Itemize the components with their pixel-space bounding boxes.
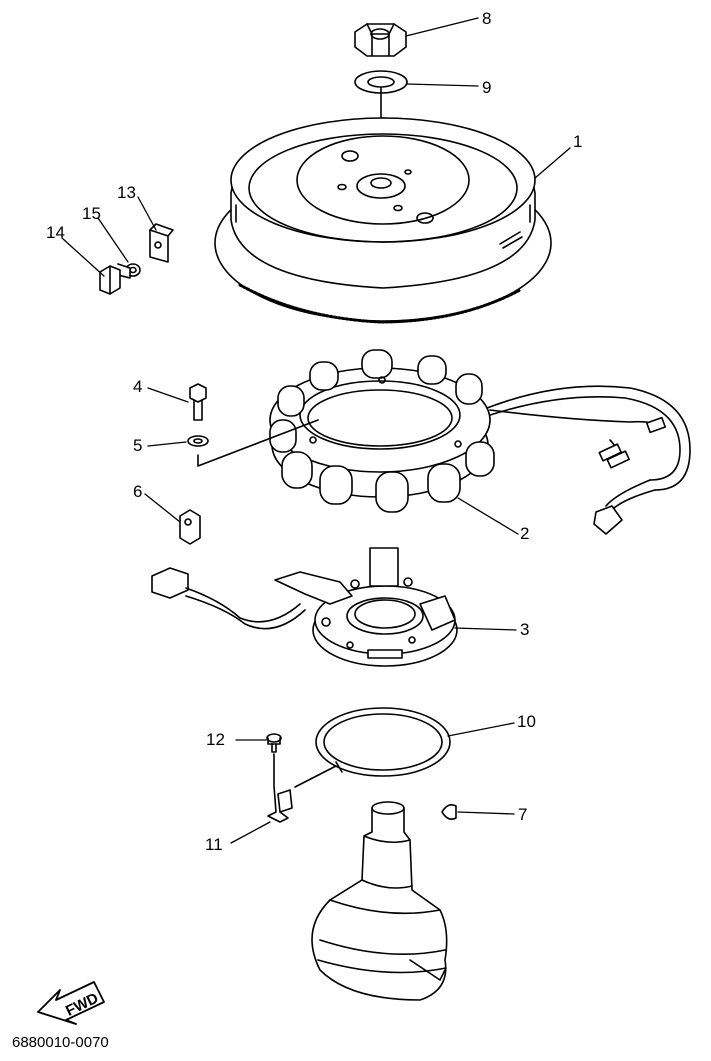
leader-6 bbox=[144, 493, 181, 523]
drawing-code: 6880010-0070 bbox=[12, 1034, 109, 1051]
crankshaft bbox=[311, 801, 448, 1001]
washer-part-5 bbox=[187, 435, 209, 447]
callout-11: 11 bbox=[205, 835, 223, 854]
leader-10 bbox=[447, 722, 515, 737]
stator-bolt-guide-line bbox=[197, 419, 319, 467]
nut-part-8 bbox=[354, 23, 407, 57]
callout-10: 10 bbox=[517, 712, 536, 731]
leader-3 bbox=[454, 627, 517, 631]
leader-8 bbox=[405, 17, 479, 37]
leader-1 bbox=[534, 147, 571, 179]
callout-5: 5 bbox=[133, 436, 143, 455]
clip-part-11 bbox=[267, 785, 293, 823]
stator-part-2 bbox=[269, 349, 691, 535]
leader-13 bbox=[137, 196, 157, 231]
callout-6: 6 bbox=[133, 482, 143, 501]
callout-15: 15 bbox=[82, 204, 101, 223]
callout-1: 1 bbox=[573, 132, 583, 151]
flywheel-part-1 bbox=[214, 117, 552, 324]
leader-5 bbox=[147, 441, 187, 447]
retaining-ring-part-10 bbox=[315, 707, 451, 777]
leader-4 bbox=[147, 387, 189, 403]
leader-14 bbox=[61, 237, 105, 277]
clamp-part-6 bbox=[179, 509, 201, 545]
clip-guide-line bbox=[294, 765, 337, 788]
callout-4: 4 bbox=[133, 377, 143, 396]
screw-part-12 bbox=[266, 733, 282, 753]
callout-2: 2 bbox=[520, 524, 530, 543]
callout-8: 8 bbox=[482, 9, 492, 28]
callout-9: 9 bbox=[482, 78, 492, 97]
leader-15 bbox=[97, 217, 129, 263]
woodruff-key-part-7 bbox=[441, 804, 457, 820]
bolt-part-4 bbox=[189, 383, 207, 421]
leader-7 bbox=[457, 811, 515, 815]
callout-14: 14 bbox=[46, 223, 65, 242]
callout-12: 12 bbox=[206, 730, 225, 749]
clamp-part-13 bbox=[149, 223, 174, 263]
callout-3: 3 bbox=[520, 620, 530, 639]
forward-arrow-icon: FWD bbox=[37, 981, 105, 1025]
leader-9 bbox=[406, 83, 479, 87]
pulser-coil-part-3 bbox=[151, 547, 458, 667]
callout-7: 7 bbox=[518, 805, 528, 824]
bolt-part-14 bbox=[99, 263, 131, 295]
leader-2 bbox=[457, 497, 519, 535]
leader-lines bbox=[61, 17, 571, 844]
leader-11 bbox=[230, 821, 271, 844]
callout-13: 13 bbox=[117, 183, 136, 202]
